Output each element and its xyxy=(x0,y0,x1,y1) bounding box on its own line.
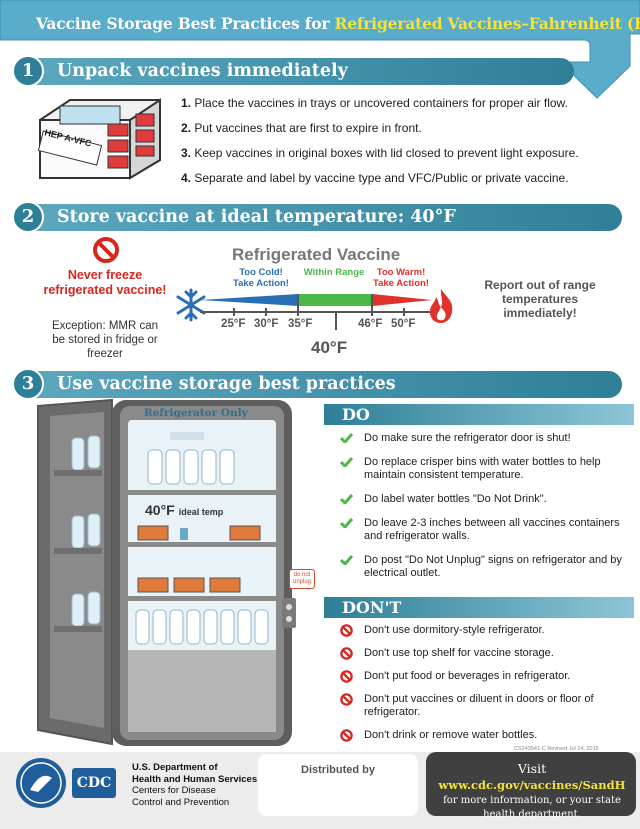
checkmark-icon xyxy=(340,555,353,565)
list-item: 1. Place the vaccines in trays or uncove… xyxy=(181,96,568,110)
exception-text: Exception: MMR can be stored in fridge o… xyxy=(51,320,159,360)
do-header: DO xyxy=(324,404,634,425)
snowflake-icon xyxy=(176,288,206,322)
list-item: Do leave 2-3 inches between all vaccines… xyxy=(340,517,625,543)
prohibited-icon xyxy=(340,729,353,742)
checkmark-icon xyxy=(340,494,353,504)
section3-number: 3 xyxy=(12,368,44,400)
scale-title: Refrigerated Vaccine xyxy=(232,245,401,264)
visit-box xyxy=(426,752,636,816)
section3-bar xyxy=(14,371,622,398)
section2-title: Store vaccine at ideal temperature: 40°F xyxy=(57,207,456,227)
section1-number: 1 xyxy=(12,55,44,87)
list-item: Don't put vaccines or diluent in doors o… xyxy=(340,693,625,719)
report-text: Report out of range temperatures immedia… xyxy=(484,278,596,320)
refrigerator-illustration xyxy=(37,398,296,746)
within-range-label: Within Range xyxy=(303,267,365,278)
document-id: CS243541-C Revised Jul 24, 2015 xyxy=(514,746,599,752)
checkmark-icon xyxy=(340,518,353,528)
tick-label: 30°F xyxy=(254,318,279,330)
tick-label: 25°F xyxy=(221,318,246,330)
checkmark-icon xyxy=(340,433,353,443)
temperature-scale xyxy=(200,294,432,330)
list-item: Do post "Do Not Unplug" signs on refrige… xyxy=(340,554,625,580)
cdc-url-link[interactable]: www.cdc.gov/vaccines/SandH xyxy=(438,778,626,792)
too-warm-label: Too Warm! Take Action! xyxy=(373,267,429,289)
too-cold-label: Too Cold! Take Action! xyxy=(233,267,289,289)
list-item: Don't drink or remove water bottles. xyxy=(340,729,625,742)
do-not-unplug-sign: do not unplug xyxy=(289,569,315,589)
dont-list: Don't use dormitory-style refrigerator. … xyxy=(340,624,625,752)
checkmark-icon xyxy=(340,457,353,467)
do-list: Do make sure the refrigerator door is sh… xyxy=(340,432,625,591)
section2-number: 2 xyxy=(12,201,44,233)
dont-header: DON'T xyxy=(324,597,634,618)
hhs-seal-logo xyxy=(16,758,66,808)
list-item: Do make sure the refrigerator door is sh… xyxy=(340,432,625,445)
list-item: 4. Separate and label by vaccine type an… xyxy=(181,171,569,185)
section3-title: Use vaccine storage best practices xyxy=(57,374,396,394)
visit-text: Visit www.cdc.gov/vaccines/SandH for mor… xyxy=(438,761,626,821)
tick-label: 50°F xyxy=(391,318,416,330)
section2-bar xyxy=(14,204,622,231)
cdc-logo: CDC xyxy=(72,768,116,798)
vaccine-box-illustration xyxy=(37,98,161,180)
prohibited-icon xyxy=(340,624,353,637)
never-freeze-text: Never freeze refrigerated vaccine! xyxy=(43,268,167,297)
banner-title-highlight: Refrigerated Vaccines–Fahrenheit (F) xyxy=(334,14,640,33)
tick-label: 35°F xyxy=(288,318,313,330)
list-item: Do label water bottles "Do Not Drink". xyxy=(340,493,625,506)
list-item: Don't use dormitory-style refrigerator. xyxy=(340,624,625,637)
list-item: Don't use top shelf for vaccine storage. xyxy=(340,647,625,660)
distributed-by-box xyxy=(258,754,418,816)
list-item: Don't put food or beverages in refrigera… xyxy=(340,670,625,683)
section1-list: 1. Place the vaccines in trays or uncove… xyxy=(181,96,631,196)
list-item: Do replace crisper bins with water bottl… xyxy=(340,456,625,482)
list-item: 2. Put vaccines that are first to expire… xyxy=(181,121,422,135)
hhs-text: U.S. Department of Health and Human Serv… xyxy=(132,762,258,808)
section1-bar xyxy=(14,58,574,85)
section1-title: Unpack vaccines immediately xyxy=(57,61,348,81)
ideal-temperature: 40°F xyxy=(311,338,348,357)
tick-label: 46°F xyxy=(358,318,383,330)
list-item: 3. Keep vaccines in original boxes with … xyxy=(181,146,579,160)
prohibited-icon xyxy=(340,693,353,706)
flame-icon xyxy=(430,289,453,323)
banner-title: Vaccine Storage Best Practices for Refri… xyxy=(36,14,640,33)
prohibited-icon xyxy=(340,647,353,660)
fridge-label: Refrigerator Only xyxy=(144,407,248,419)
prohibited-icon xyxy=(340,670,353,683)
distributed-by-label: Distributed by xyxy=(301,764,375,776)
header-banner xyxy=(0,0,640,99)
no-freeze-icon xyxy=(93,237,119,263)
